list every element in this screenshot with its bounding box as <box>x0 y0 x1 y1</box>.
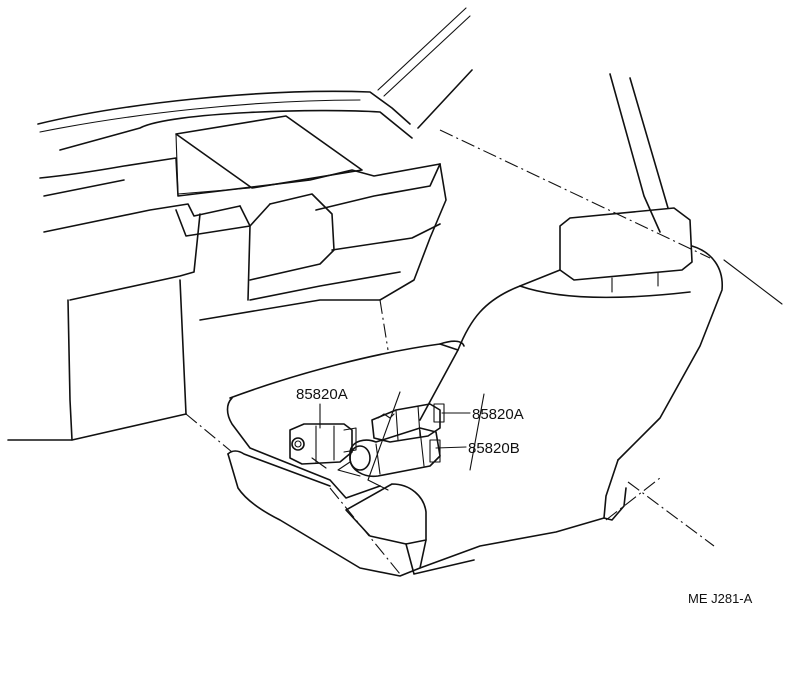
motor-lower-right <box>337 427 441 478</box>
dashboard-outline <box>7 7 711 453</box>
motor-upper-left <box>289 423 357 469</box>
leader-lines <box>319 391 471 491</box>
rear-pillar <box>609 73 783 305</box>
part-label-85820a-left: 85820A <box>296 386 348 403</box>
figure-code: ME J281-A <box>688 591 753 606</box>
front-seat <box>226 207 723 577</box>
part-label-85820b: 85820B <box>468 440 520 457</box>
part-label-85820a-right: 85820A <box>472 406 524 423</box>
motor-upper-right <box>371 403 445 443</box>
